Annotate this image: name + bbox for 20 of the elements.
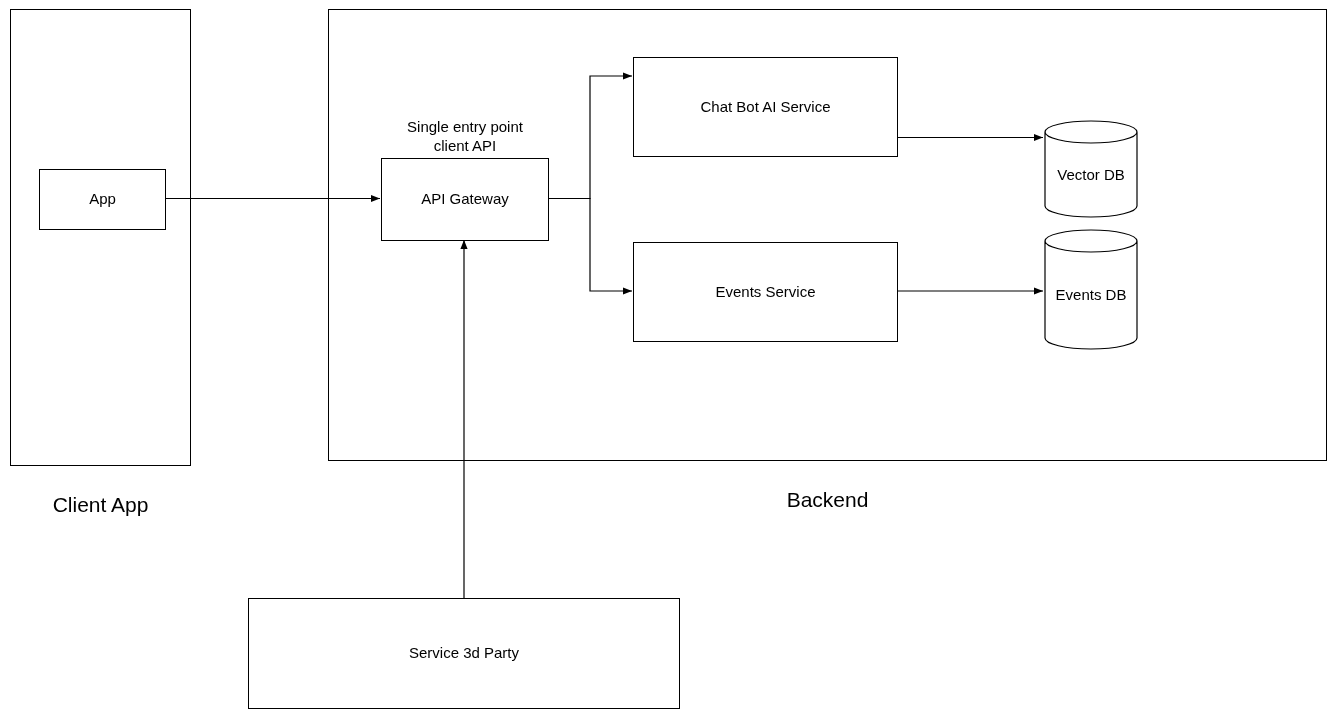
service-box [248,598,680,709]
database-cylinder [1044,229,1138,350]
arrow [896,133,1044,142]
service-box [633,242,898,342]
node-label: Vector DB [1057,164,1125,185]
node-label: App [89,189,116,210]
arrow [460,239,468,599]
node-label: API Gateway [421,189,509,210]
node-label: Service 3d Party [408,643,519,664]
node-label: Events Service [715,281,816,302]
group-heading: Backend [786,487,869,513]
service-box [633,57,898,157]
group-heading: Client App [52,492,149,518]
database-cylinder [1044,120,1138,218]
node-label: Events DB [1055,285,1127,306]
annotation-text: Single entry point client API [406,117,524,155]
arrow [896,287,1044,295]
node-label: Chat Bot AI Service [700,96,831,117]
arrow [164,194,381,203]
service-box [39,169,166,230]
